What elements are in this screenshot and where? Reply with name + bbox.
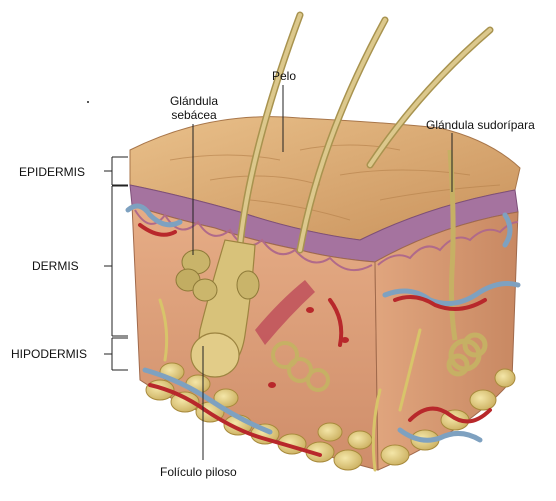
- label-glandula-sebacea-line1: Glándula: [163, 94, 225, 108]
- stray-dot: [87, 101, 89, 103]
- label-glandula-sebacea-line2: sebácea: [163, 108, 225, 122]
- label-epidermis: EPIDERMIS: [19, 165, 85, 179]
- label-pelo: Pelo: [272, 69, 296, 83]
- dermis-right-face: [375, 212, 518, 470]
- label-glandula-sudoripara: Glándula sudorípara: [426, 118, 556, 132]
- label-dermis: DERMIS: [32, 259, 79, 273]
- label-hipodermis: HIPODERMIS: [11, 347, 87, 361]
- label-foliculo-piloso: Folículo piloso: [160, 465, 237, 479]
